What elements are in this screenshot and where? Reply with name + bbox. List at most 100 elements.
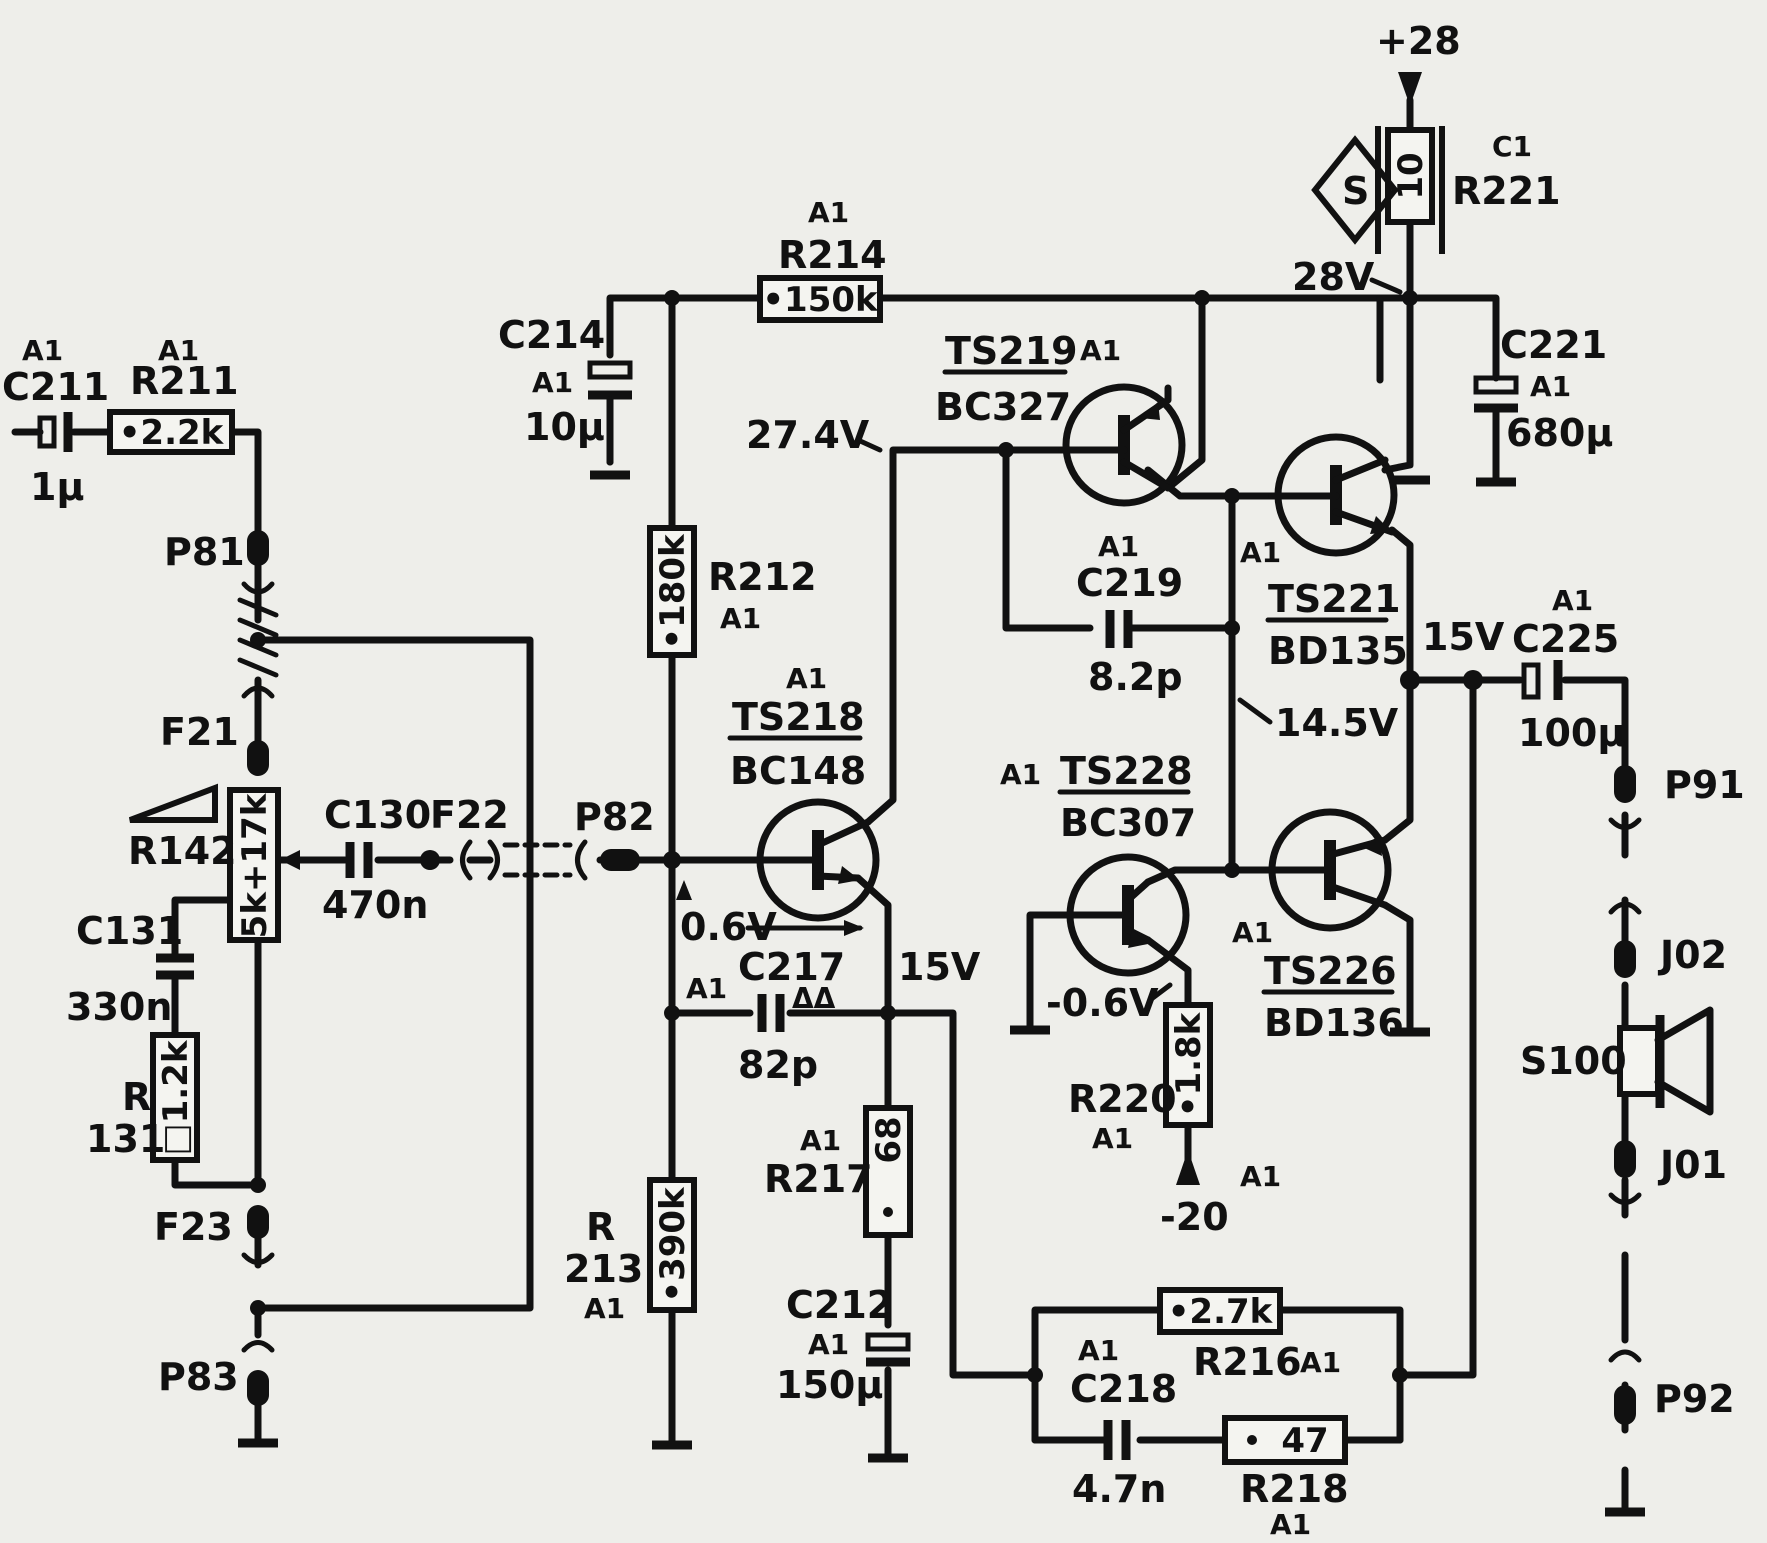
svg-text:R: R	[122, 1075, 151, 1119]
svg-text:C214: C214	[498, 313, 605, 357]
connector-p92: P92	[1608, 1349, 1735, 1425]
svg-text:BC307: BC307	[1060, 801, 1196, 845]
svg-text:82p: 82p	[738, 1043, 818, 1087]
connector-p83: P83	[158, 1340, 275, 1406]
r217-resistor: 68 R217 A1	[764, 1105, 913, 1238]
svg-text:A1: A1	[800, 1124, 841, 1157]
r142-potentiometer: 5k+17k R142	[128, 783, 300, 943]
junctions	[250, 290, 1483, 1383]
r212-resistor: •180k R212 A1	[647, 525, 817, 658]
svg-text:R142: R142	[128, 829, 237, 873]
assembly-labels: A1	[1240, 1160, 1281, 1193]
c225-capacitor: C225 A1 100µ	[1512, 584, 1625, 755]
safety-mark-icon: S	[1311, 135, 1399, 245]
svg-text:•2.7k: •2.7k	[1168, 1292, 1274, 1332]
svg-text:A1: A1	[1552, 584, 1593, 617]
c214-capacitor: C214 A1 10µ	[498, 313, 633, 466]
svg-text:C217: C217	[738, 945, 845, 989]
svg-text:R212: R212	[708, 555, 817, 599]
svg-text:C212: C212	[786, 1283, 893, 1327]
svg-text:8.2p: 8.2p	[1088, 655, 1183, 699]
r221-resistor: 10 R221 C1	[1375, 126, 1561, 254]
c130-capacitor: C130 470n	[322, 793, 440, 927]
svg-text:TS218: TS218	[732, 695, 865, 739]
svg-text:TS219: TS219	[945, 329, 1078, 373]
svg-text:27.4V: 27.4V	[746, 413, 870, 457]
svg-text:•2.2k: •2.2k	[119, 413, 225, 453]
c218-capacitor: C218 A1 4.7n	[1070, 1334, 1177, 1511]
svg-text:A1: A1	[786, 662, 827, 695]
svg-text:F23: F23	[154, 1205, 233, 1249]
svg-text:A1: A1	[584, 1292, 625, 1325]
svg-text:68: 68	[869, 1116, 909, 1163]
supply-minus-20: -20	[1160, 1150, 1229, 1239]
svg-text:F21: F21	[160, 710, 239, 754]
wires	[11, 96, 1629, 1514]
svg-text:•180k: •180k	[653, 533, 693, 650]
connector-j02: J02	[1608, 901, 1727, 978]
svg-text:A1: A1	[1092, 1122, 1133, 1155]
connector-p82: P82	[574, 795, 655, 881]
svg-text:S100: S100	[1520, 1039, 1627, 1083]
speaker-s100: S100	[1520, 1006, 1714, 1116]
svg-text:R218: R218	[1240, 1467, 1349, 1511]
svg-text:R211: R211	[130, 359, 239, 403]
svg-text:47: 47	[1281, 1421, 1328, 1461]
svg-text:R220: R220	[1068, 1077, 1177, 1121]
svg-text:A1: A1	[1530, 370, 1571, 403]
svg-text:-20: -20	[1160, 1195, 1229, 1239]
svg-text:C1: C1	[1492, 130, 1532, 163]
svg-text:15V: 15V	[898, 945, 981, 989]
svg-text:100µ: 100µ	[1518, 711, 1625, 755]
c221-capacitor: C221 A1 680µ	[1406, 294, 1613, 487]
svg-text:ΔΔ: ΔΔ	[792, 982, 836, 1015]
svg-text:28V: 28V	[1292, 255, 1375, 299]
svg-text:A1: A1	[1000, 758, 1041, 791]
c211-capacitor: C211 A1 1µ	[2, 334, 109, 509]
svg-text:C211: C211	[2, 365, 109, 409]
svg-text:A1: A1	[1232, 916, 1273, 949]
svg-text:4.7n: 4.7n	[1072, 1467, 1166, 1511]
connector-p91: P91	[1608, 763, 1745, 830]
svg-text:A1: A1	[808, 196, 849, 229]
supply-plus-28: +28	[1376, 19, 1461, 106]
svg-text:•390k: •390k	[653, 1186, 693, 1303]
svg-text:C225: C225	[1512, 617, 1619, 661]
ts219-transistor: TS219 BC327 A1	[935, 329, 1186, 507]
svg-text:P91: P91	[1664, 763, 1745, 807]
svg-text:10µ: 10µ	[524, 405, 605, 449]
svg-text:A1: A1	[720, 602, 761, 635]
svg-text:C221: C221	[1500, 323, 1607, 367]
svg-text:R214: R214	[778, 233, 887, 277]
svg-text:680µ: 680µ	[1506, 411, 1613, 455]
svg-text:•150k: •150k	[762, 280, 879, 320]
svg-text:A1: A1	[1080, 334, 1121, 367]
r214-resistor: •150k R214 A1	[757, 196, 887, 323]
svg-text:•1.8k: •1.8k	[1169, 1011, 1209, 1117]
svg-text:TS221: TS221	[1268, 577, 1401, 621]
connector-f21: F21	[160, 597, 279, 776]
svg-text:150µ: 150µ	[776, 1363, 883, 1407]
svg-text:131: 131	[86, 1117, 165, 1161]
connector-p81: P81	[164, 530, 275, 595]
svg-text:P92: P92	[1654, 1377, 1735, 1421]
svg-text:R216: R216	[1193, 1340, 1302, 1384]
svg-text:213: 213	[564, 1247, 643, 1291]
svg-text:BC327: BC327	[935, 385, 1071, 429]
svg-text:330n: 330n	[66, 985, 172, 1029]
r213-resistor: •390k R 213 A1	[564, 1177, 697, 1325]
svg-text:J02: J02	[1657, 933, 1727, 977]
svg-text:C219: C219	[1076, 561, 1183, 605]
r211-resistor: •2.2k R211 A1	[107, 334, 239, 455]
svg-text:5k+17k: 5k+17k	[235, 792, 275, 938]
svg-text:BC148: BC148	[730, 749, 866, 793]
connector-f22: F22	[430, 793, 573, 881]
ts218-transistor: A1 TS218 BC148	[727, 662, 880, 922]
svg-text:F22: F22	[430, 793, 509, 837]
svg-text:C131: C131	[76, 909, 183, 953]
c212-capacitor: C212 A1 150µ	[776, 1283, 911, 1407]
svg-text:470n: 470n	[322, 883, 428, 927]
svg-text:S: S	[1342, 169, 1369, 213]
svg-text:1µ: 1µ	[30, 465, 84, 509]
